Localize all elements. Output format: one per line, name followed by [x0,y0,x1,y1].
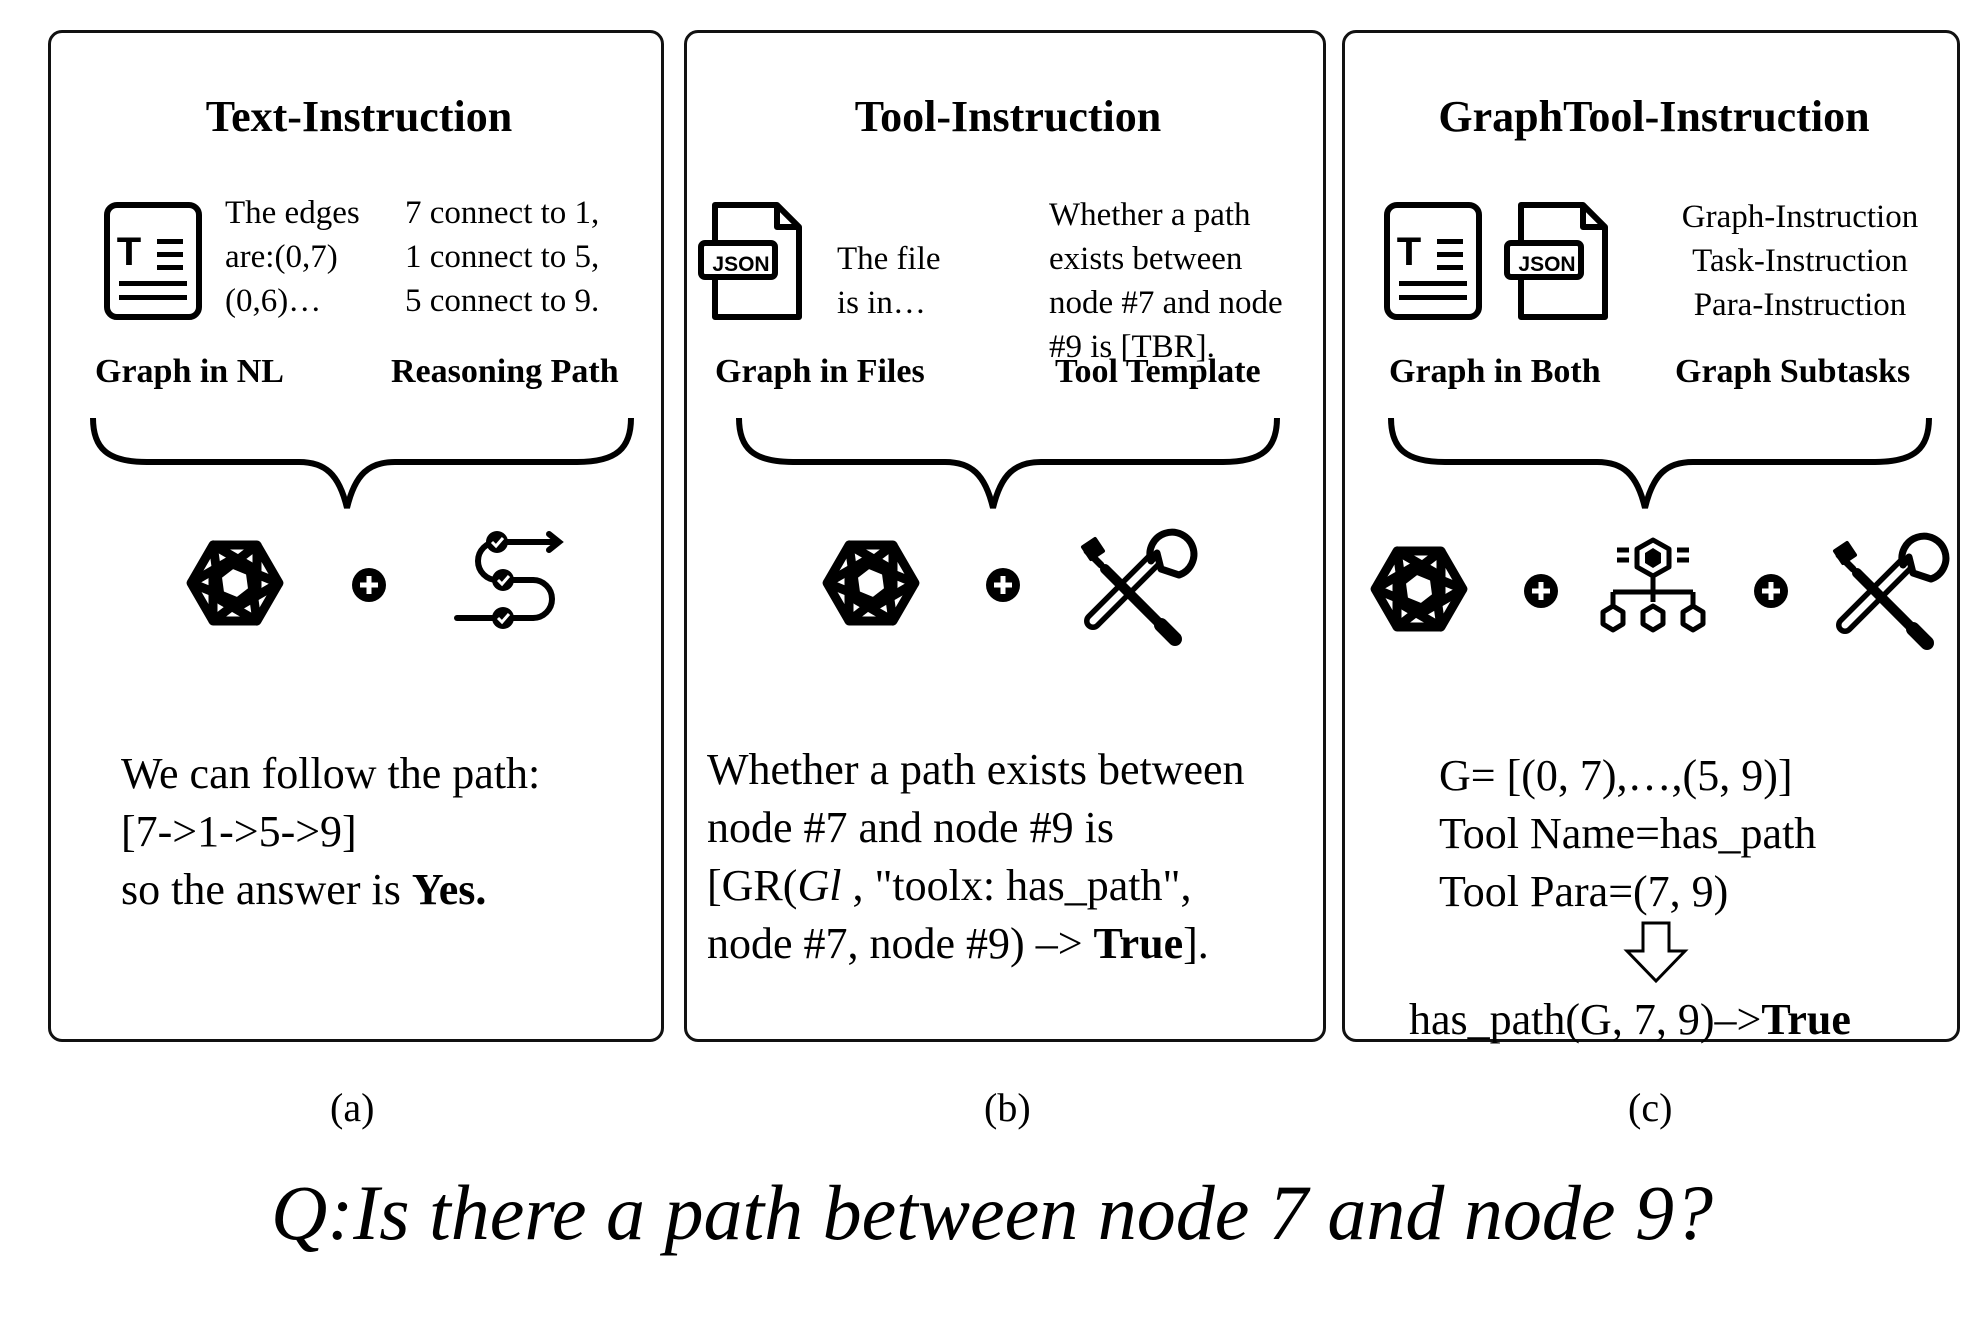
question-text: Q:Is there a path between node 7 and nod… [271,1169,1713,1256]
result-call: has_path(G, 7, 9)–> [1409,995,1762,1044]
subtitle-left: Graph in Files [715,353,925,390]
subtitle-left: Graph in Both [1389,353,1601,390]
text-line: Whether a path [1049,197,1251,233]
text-line: #9 is [TBR]. [1049,329,1215,365]
json-label: JSON [712,253,770,276]
panel-tool-instruction: Tool-Instruction JSON The file is in… Wh… [684,30,1326,1042]
graph-nl-text: The edges are:(0,7) (0,6)… [225,191,360,323]
plus-circle-icon [986,568,1020,602]
openai-logo-icon [1359,529,1479,649]
result-value: True [1761,995,1851,1044]
reasoning-path-text: 7 connect to 1, 1 connect to 5, 5 connec… [405,191,599,323]
json-file-icon: JSON [1505,197,1615,325]
text-document-icon [1383,201,1483,321]
panel-title: Text-Instruction [205,92,513,141]
curly-brace [90,417,634,509]
body-line: [GR(Gl , "toolx: has_path", [707,857,1245,915]
call-args: , "toolx: has_path", [841,861,1192,910]
plus-circle-icon [1524,574,1558,608]
text-line: 7 connect to 1, [405,195,600,231]
caption-b: (b) [984,1085,1031,1130]
body-line: Tool Name=has_path [1439,809,1817,858]
curly-brace [1388,417,1932,509]
caption-a: (a) [330,1085,375,1130]
text-line: Para-Instruction [1693,287,1907,323]
call-suffix: ]. [1183,919,1209,968]
answer-value: Yes. [411,865,487,914]
text-line: Task-Instruction [1692,243,1908,279]
reasoning-path-icon [443,527,563,637]
caption-c: (c) [1628,1085,1673,1130]
panel-text-instruction: Text-Instruction The edges are:(0,7) (0,… [48,30,664,1042]
answer-text: We can follow the path: [7->1->5->9] so … [121,745,540,919]
panel-graphtool-instruction: GraphTool-Instruction JSON Graph-Instruc… [1342,30,1960,1044]
text-line: 1 connect to 5, [405,239,600,275]
body-line: Tool Para=(7, 9) [1439,867,1729,916]
subtitle-right: Reasoning Path [391,353,619,390]
json-label: JSON [1518,253,1576,276]
text-document-icon [103,201,203,321]
openai-logo-icon [811,523,931,643]
call-nodes: node #7, node #9) –> [707,919,1094,968]
text-line: is in… [837,285,926,321]
tool-call-text: Whether a path exists between node #7 an… [707,741,1245,973]
body-line: G= [(0, 7),…,(5, 9)] [1439,751,1793,800]
text-line: are:(0,7) [225,239,338,275]
panel-title: Tool-Instruction [854,92,1162,141]
text-line: Graph-Instruction [1681,199,1919,235]
hierarchy-icon [1593,535,1713,645]
text-line: (0,6)… [225,283,322,319]
text-line: exists between [1049,241,1243,277]
body-line: Whether a path exists between [707,745,1245,794]
down-arrow-icon [1623,921,1689,984]
curly-brace [736,417,1280,509]
json-file-icon: JSON [699,197,809,325]
text-line: node #7 and node [1049,285,1283,321]
subtitle-left: Graph in NL [95,353,284,390]
graph-variable: Gl [797,861,842,910]
tool-parameters: G= [(0, 7),…,(5, 9)] Tool Name=has_path … [1439,747,1816,921]
text-line: The file [837,241,941,277]
plus-circle-icon [1754,574,1788,608]
plus-circle-icon [352,568,386,602]
call-prefix: [GR( [707,861,798,910]
panel-title: GraphTool-Instruction [1438,92,1870,141]
result-line: has_path(G, 7, 9)–>True [1409,991,1851,1049]
body-line: We can follow the path: [121,749,541,798]
tools-icon [1823,527,1943,647]
body-line: node #7, node #9) –> True]. [707,915,1245,973]
graph-file-text: The file is in… [837,237,941,325]
call-result: True [1093,919,1184,968]
text-line: The edges [225,195,360,231]
answer-prefix: so the answer is [121,865,412,914]
openai-logo-icon [175,523,295,643]
text-line: 5 connect to 9. [405,283,600,319]
tool-template-text: Whether a path exists between node #7 an… [1049,193,1283,369]
body-line: node #7 and node #9 is [707,803,1114,852]
tools-icon [1071,523,1191,643]
subtitle-right: Tool Template [1055,353,1261,390]
body-line: so the answer is Yes. [121,861,540,919]
subtitle-right: Graph Subtasks [1675,353,1911,390]
body-line: [7->1->5->9] [121,807,357,856]
instruction-list: Graph-Instruction Task-Instruction Para-… [1655,195,1945,327]
